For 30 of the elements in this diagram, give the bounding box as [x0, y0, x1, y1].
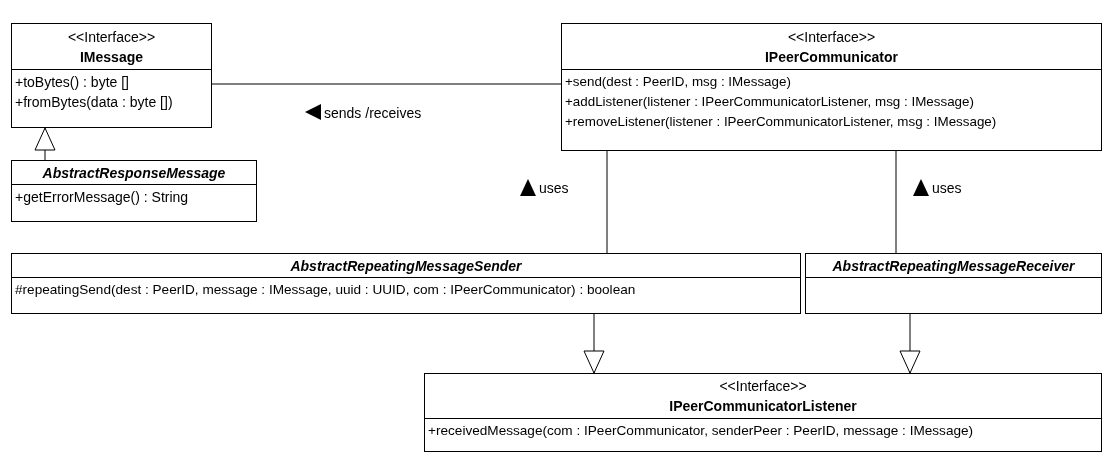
- association-line: [211, 83, 562, 85]
- operation: +toBytes() : byte []: [15, 73, 129, 92]
- class-name: IPeerCommunicator: [764, 47, 898, 67]
- operation: +receivedMessage(com : IPeerCommunicator, senderPeer : PeerID, message : IMessage): [428, 422, 974, 440]
- operation: +getErrorMessage() : String: [15, 188, 189, 207]
- class-name: AbstractRepeatingMessageReceiver: [832, 256, 1075, 276]
- edge-label: sends /receives: [324, 104, 422, 121]
- operation: +fromBytes(data : byte []): [15, 93, 173, 112]
- operation: #repeatingSend(dest : PeerID, message : IMessage, uuid : UUID, com : IPeerCommunicator) : boolean: [15, 281, 636, 299]
- class-name: AbstractRepeatingMessageSender: [290, 256, 522, 276]
- class-box: [11, 160, 257, 222]
- class-box: [805, 253, 1102, 314]
- class-box: [561, 23, 1102, 151]
- association-line: [606, 150, 608, 254]
- inheritance-arrow: [583, 313, 605, 374]
- stereotype: <<Interface>>: [719, 377, 807, 396]
- class-name: IMessage: [79, 47, 143, 67]
- class-box: [11, 253, 801, 314]
- operation: +addListener(listener : IPeerCommunicatorListener, msg : IMessage): [565, 93, 974, 111]
- class-box: [424, 373, 1102, 452]
- operation: +removeListener(listener : IPeerCommunicatorListener, msg : IMessage): [565, 113, 997, 131]
- operation: +send(dest : PeerID, msg : IMessage): [565, 73, 791, 91]
- class-box: [11, 23, 212, 128]
- association-line: [895, 150, 897, 254]
- inheritance-arrow: [34, 127, 56, 161]
- stereotype: <<Interface>>: [787, 27, 876, 47]
- inheritance-arrow: [899, 313, 921, 374]
- class-name: IPeerCommunicatorListener: [669, 397, 857, 416]
- stereotype: <<Interface>>: [67, 27, 156, 47]
- class-name: AbstractResponseMessage: [42, 163, 226, 183]
